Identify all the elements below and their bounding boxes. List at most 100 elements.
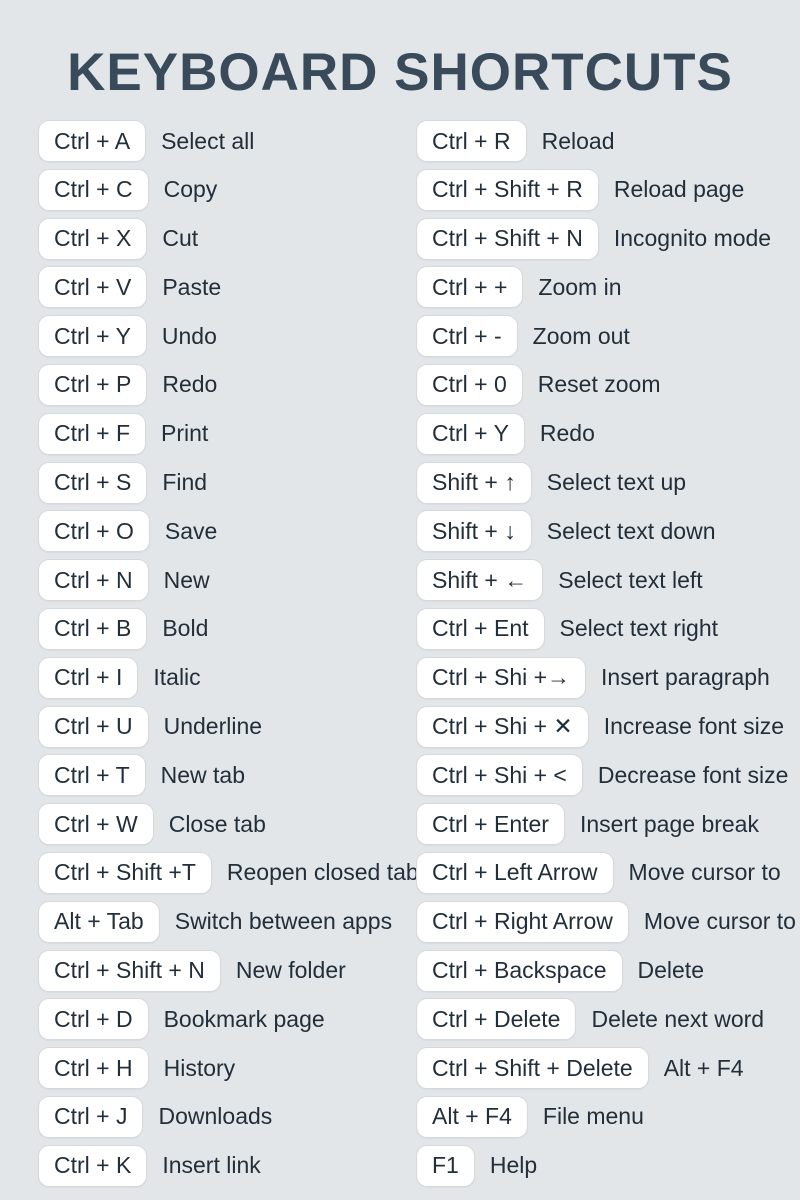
shortcut-row: Ctrl + Right Arrow Move cursor to	[416, 900, 796, 943]
shortcut-column-left: Ctrl + A Select all Ctrl + C Copy Ctrl +…	[38, 120, 419, 1194]
shortcut-row: Ctrl + A Select all	[38, 120, 419, 162]
shortcut-row: Ctrl + Shift + R Reload page	[416, 168, 796, 211]
shortcut-row: Ctrl + N New	[38, 559, 419, 602]
key-combo: Ctrl + Shift + R	[416, 168, 599, 211]
shortcut-action: Redo	[539, 420, 595, 447]
key-combo: Shift + ←	[416, 559, 544, 602]
shortcut-row: Shift + ↓ Select text down	[416, 510, 796, 553]
shortcut-row: Ctrl + P Redo	[38, 363, 419, 406]
shortcut-action: Bold	[162, 615, 209, 642]
shortcut-action: Help	[489, 1152, 538, 1179]
shortcut-row: Ctrl + Backspace Delete	[416, 949, 796, 992]
key-combo: Ctrl + Y	[416, 412, 525, 455]
key-combo: Ctrl + Left Arrow	[416, 851, 614, 894]
shortcut-row: Ctrl + V Paste	[38, 266, 419, 309]
shortcut-row: Ctrl + D Bookmark page	[38, 998, 419, 1041]
shortcut-action: New folder	[235, 957, 346, 984]
key-combo: Ctrl + K	[38, 1144, 148, 1187]
shortcut-action: Reload	[541, 127, 615, 154]
key-combo: Ctrl + X	[38, 217, 148, 260]
shortcut-action: Downloads	[158, 1103, 273, 1130]
shortcut-row: Ctrl + Delete Delete next word	[416, 998, 796, 1041]
shortcut-row: Ctrl + K Insert link	[38, 1144, 419, 1187]
key-combo: Ctrl + 0	[416, 363, 523, 406]
shortcut-row: Ctrl + Left Arrow Move cursor to	[416, 851, 796, 894]
shortcut-action: Zoom out	[532, 322, 630, 349]
shortcut-row: Ctrl + S Find	[38, 461, 419, 504]
key-combo: Ctrl + Shift +T	[38, 851, 212, 894]
shortcut-action: Alt + F4	[663, 1054, 744, 1081]
key-combo: Ctrl + Shift + N	[38, 949, 221, 992]
shortcut-action: Save	[164, 517, 218, 544]
key-combo: Ctrl + -	[416, 315, 518, 358]
shortcut-action: New	[163, 566, 210, 593]
shortcut-action: Reload page	[613, 176, 745, 203]
shortcut-action: History	[163, 1054, 236, 1081]
key-combo: Ctrl + Shi + <	[416, 754, 583, 797]
shortcut-row: Ctrl + - Zoom out	[416, 315, 796, 358]
key-combo: Ctrl + C	[38, 168, 149, 211]
key-combo: Ctrl + R	[416, 120, 527, 162]
shortcut-row: Ctrl + Enter Insert page break	[416, 803, 796, 846]
shortcut-row: Shift + ↑ Select text up	[416, 461, 796, 504]
shortcut-action: Insert paragraph	[601, 664, 770, 691]
shortcut-action: Select all	[161, 127, 255, 154]
shortcut-action: Close tab	[168, 810, 266, 837]
shortcut-row: Ctrl + Shift + Delete Alt + F4	[416, 1047, 796, 1090]
shortcut-action: Delete next word	[591, 1005, 765, 1032]
shortcut-row: Ctrl + + Zoom in	[416, 266, 796, 309]
shortcut-row: Ctrl + U Underline	[38, 705, 419, 748]
shortcut-row: Ctrl + Y Redo	[416, 412, 796, 455]
shortcut-action: Select text down	[546, 517, 716, 544]
shortcut-row: Ctrl + C Copy	[38, 168, 419, 211]
key-combo: Ctrl + Backspace	[416, 949, 623, 992]
key-combo: Ctrl + +	[416, 266, 524, 309]
shortcut-action: Move cursor to	[628, 859, 781, 886]
shortcut-row: Ctrl + I Italic	[38, 656, 419, 699]
shortcut-action: Select text right	[559, 615, 719, 642]
shortcut-row: Ctrl + Shift + N Incognito mode	[416, 217, 796, 260]
shortcut-action: Redo	[162, 371, 218, 398]
shortcut-action: Cut	[162, 225, 199, 252]
shortcut-row: Shift + ← Select text left	[416, 559, 796, 602]
shortcut-row: Ctrl + X Cut	[38, 217, 419, 260]
shortcut-row: Ctrl + Shi +→ Insert paragraph	[416, 656, 796, 699]
shortcut-action: File menu	[542, 1103, 644, 1130]
shortcut-row: Ctrl + B Bold	[38, 607, 419, 650]
shortcut-action: Reopen closed tab	[226, 859, 419, 886]
key-combo: Ctrl + J	[38, 1095, 144, 1138]
shortcut-action: Paste	[162, 273, 222, 300]
key-combo: Ctrl + Y	[38, 315, 147, 358]
shortcut-action: Switch between apps	[174, 908, 393, 935]
shortcut-action: Undo	[161, 322, 217, 349]
key-combo: Ctrl + B	[38, 607, 148, 650]
key-combo: Ctrl + Delete	[416, 998, 577, 1041]
shortcut-row: Ctrl + J Downloads	[38, 1095, 419, 1138]
key-combo: Ctrl + N	[38, 559, 149, 602]
key-combo: Ctrl + Shift + N	[416, 217, 599, 260]
shortcut-action: Move cursor to	[643, 908, 796, 935]
shortcut-row: Ctrl + H History	[38, 1047, 419, 1090]
key-combo: Alt + F4	[416, 1095, 528, 1138]
shortcut-row: Ctrl + F Print	[38, 412, 419, 455]
shortcut-action: Incognito mode	[613, 225, 772, 252]
shortcut-action: Insert page break	[579, 810, 759, 837]
key-combo: Ctrl + I	[38, 656, 139, 699]
shortcut-row: Alt + Tab Switch between apps	[38, 900, 419, 943]
key-combo: Ctrl + F	[38, 412, 147, 455]
key-combo: Ctrl + P	[38, 363, 148, 406]
key-combo: Ctrl + V	[38, 266, 148, 309]
shortcut-column-right: Ctrl + R Reload Ctrl + Shift + R Reload …	[416, 120, 796, 1194]
key-combo: Ctrl + H	[38, 1047, 149, 1090]
key-combo: Ctrl + S	[38, 461, 148, 504]
key-combo: Ctrl + Shi + ✕	[416, 705, 589, 748]
key-combo: Shift + ↑	[416, 461, 532, 504]
shortcut-row: Ctrl + W Close tab	[38, 803, 419, 846]
shortcut-row: Ctrl + Y Undo	[38, 315, 419, 358]
shortcut-action: Find	[162, 469, 208, 496]
shortcut-row: Ctrl + R Reload	[416, 120, 796, 162]
shortcut-action: Select text up	[546, 469, 687, 496]
key-combo: Ctrl + Shi +→	[416, 656, 587, 699]
shortcut-action: Bookmark page	[163, 1005, 325, 1032]
shortcut-row: Ctrl + Shi + ✕ Increase font size	[416, 705, 796, 748]
